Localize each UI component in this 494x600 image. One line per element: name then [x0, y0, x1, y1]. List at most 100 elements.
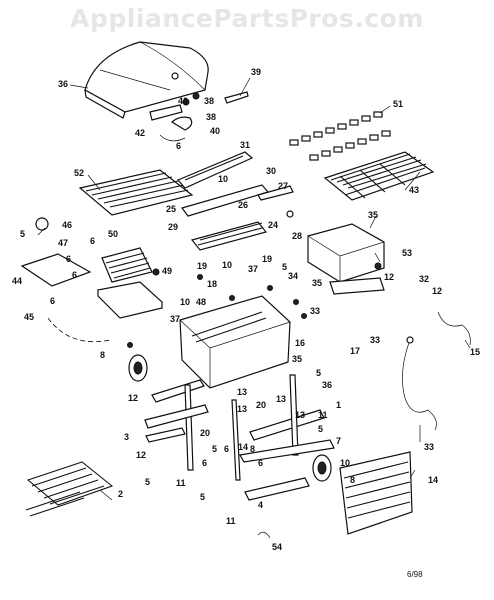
callout-5-b: 5 — [282, 262, 287, 272]
callout-42: 42 — [135, 128, 145, 138]
date-code: 6/98 — [407, 570, 423, 579]
callout-12-a: 12 — [384, 272, 394, 282]
callout-26: 29 — [168, 222, 178, 232]
door-panel[interactable] — [339, 451, 413, 535]
callout-21: 24 — [268, 220, 278, 230]
callout-39: 39 — [251, 67, 261, 77]
callout-13-c: 13 — [237, 404, 247, 414]
callout-37b: 37 — [170, 314, 180, 324]
callout-10: 10 — [218, 174, 228, 184]
callout-27: 30 — [266, 166, 276, 176]
leader-lines — [37, 77, 471, 501]
callout-6-b: 6 — [66, 254, 71, 264]
rock-grate[interactable] — [190, 221, 268, 251]
callout-23: 26 — [238, 200, 248, 210]
callout-19: 19 — [197, 261, 207, 271]
callout-49: 49 — [162, 266, 172, 276]
hinge-hardware — [149, 92, 200, 142]
bottom-shelf-grate[interactable] — [25, 461, 114, 517]
callout-25: 28 — [292, 231, 302, 241]
callout-34: 35 — [368, 210, 378, 220]
assembly-guide — [47, 317, 111, 343]
callout-10-b: 10 — [222, 260, 232, 270]
callout-13-d: 13 — [295, 410, 305, 420]
side-burner-shelf[interactable] — [20, 217, 164, 319]
side-burner-grate[interactable] — [101, 247, 153, 283]
callout-5-e: 5 — [212, 444, 217, 454]
callout-14: 14 — [428, 475, 438, 485]
callout-15: 15 — [470, 347, 480, 357]
callout-8-b: 8 — [350, 475, 355, 485]
bottom-rail[interactable] — [145, 427, 310, 501]
callout-20-b: 20 — [200, 428, 210, 438]
briquets[interactable] — [289, 111, 391, 161]
callout-52: 51 — [393, 99, 403, 109]
clip — [257, 531, 271, 539]
cooking-grate-left[interactable] — [78, 169, 194, 216]
heat-plate[interactable] — [176, 151, 254, 189]
wheel-right[interactable] — [312, 454, 332, 482]
callout-7: 8 — [250, 444, 255, 454]
callout-40: 40 — [178, 96, 188, 106]
callout-35-b: 36 — [322, 380, 332, 390]
callout-6-f: 6 — [202, 458, 207, 468]
callout-30: 33 — [370, 335, 380, 345]
callout-6-d: 6 — [50, 296, 55, 306]
callout-28: 31 — [240, 140, 250, 150]
callout-48: 48 — [196, 297, 206, 307]
callout-43: 43 — [409, 185, 419, 195]
callout-6-e: 6 — [224, 444, 229, 454]
callout-36: 36 — [58, 79, 68, 89]
callout-11-a: 11 — [176, 478, 186, 488]
callout-12-d: 12 — [136, 450, 146, 460]
wheel-left[interactable] — [128, 354, 148, 382]
callout-47: 47 — [58, 238, 68, 248]
callout-40b: 40 — [210, 126, 220, 136]
callout-31: 33 — [424, 442, 434, 452]
firebox[interactable] — [179, 295, 291, 389]
callout-33-a: 34 — [288, 271, 298, 281]
callout-54: 54 — [272, 542, 282, 552]
callout-33-b: 35 — [312, 278, 322, 288]
callout-5-g: 5 — [200, 492, 205, 502]
callout-22: 25 — [166, 204, 176, 214]
callout-9: 10 — [340, 458, 350, 468]
callout-20-a: 20 — [256, 400, 266, 410]
callout-2: 2 — [118, 489, 123, 499]
callout-46: 46 — [62, 220, 72, 230]
callout-6-g: 6 — [258, 458, 263, 468]
callout-38: 38 — [204, 96, 214, 106]
callout-51: 53 — [402, 248, 412, 258]
grill-lid[interactable] — [84, 41, 209, 119]
cart-frame — [144, 374, 335, 481]
cooking-grate-right[interactable] — [323, 151, 435, 201]
callout-32: 33 — [310, 306, 320, 316]
callout-12-c: 12 — [128, 393, 138, 403]
callout-50: 50 — [108, 229, 118, 239]
gas-hose[interactable] — [402, 336, 437, 431]
callout-6-a: 6 — [90, 236, 95, 246]
callout-17: 17 — [350, 346, 360, 356]
callout-37: 37 — [248, 264, 258, 274]
callout-6-lid: 6 — [176, 141, 181, 151]
callout-12-b: 12 — [432, 286, 442, 296]
callout-45: 45 — [24, 312, 34, 322]
shelf-bracket — [329, 277, 385, 295]
callout-53: 52 — [74, 168, 84, 178]
lid-handle[interactable] — [224, 91, 249, 104]
callout-5-c: 5 — [316, 368, 321, 378]
callout-13-a: 13 — [237, 387, 247, 397]
callout-3-a: 3 — [124, 432, 129, 442]
callout-5-side: 5 — [20, 229, 25, 239]
ignitor-wire[interactable] — [437, 311, 471, 346]
callout-1: 1 — [336, 400, 341, 410]
side-shelf-right[interactable] — [307, 223, 385, 283]
callout-24: 27 — [278, 181, 288, 191]
callout-5-f: 5 — [145, 477, 150, 487]
callout-29: 32 — [419, 274, 429, 284]
callout-4: 7 — [336, 436, 341, 446]
burner[interactable] — [180, 184, 270, 217]
callout-13-b: 13 — [276, 394, 286, 404]
